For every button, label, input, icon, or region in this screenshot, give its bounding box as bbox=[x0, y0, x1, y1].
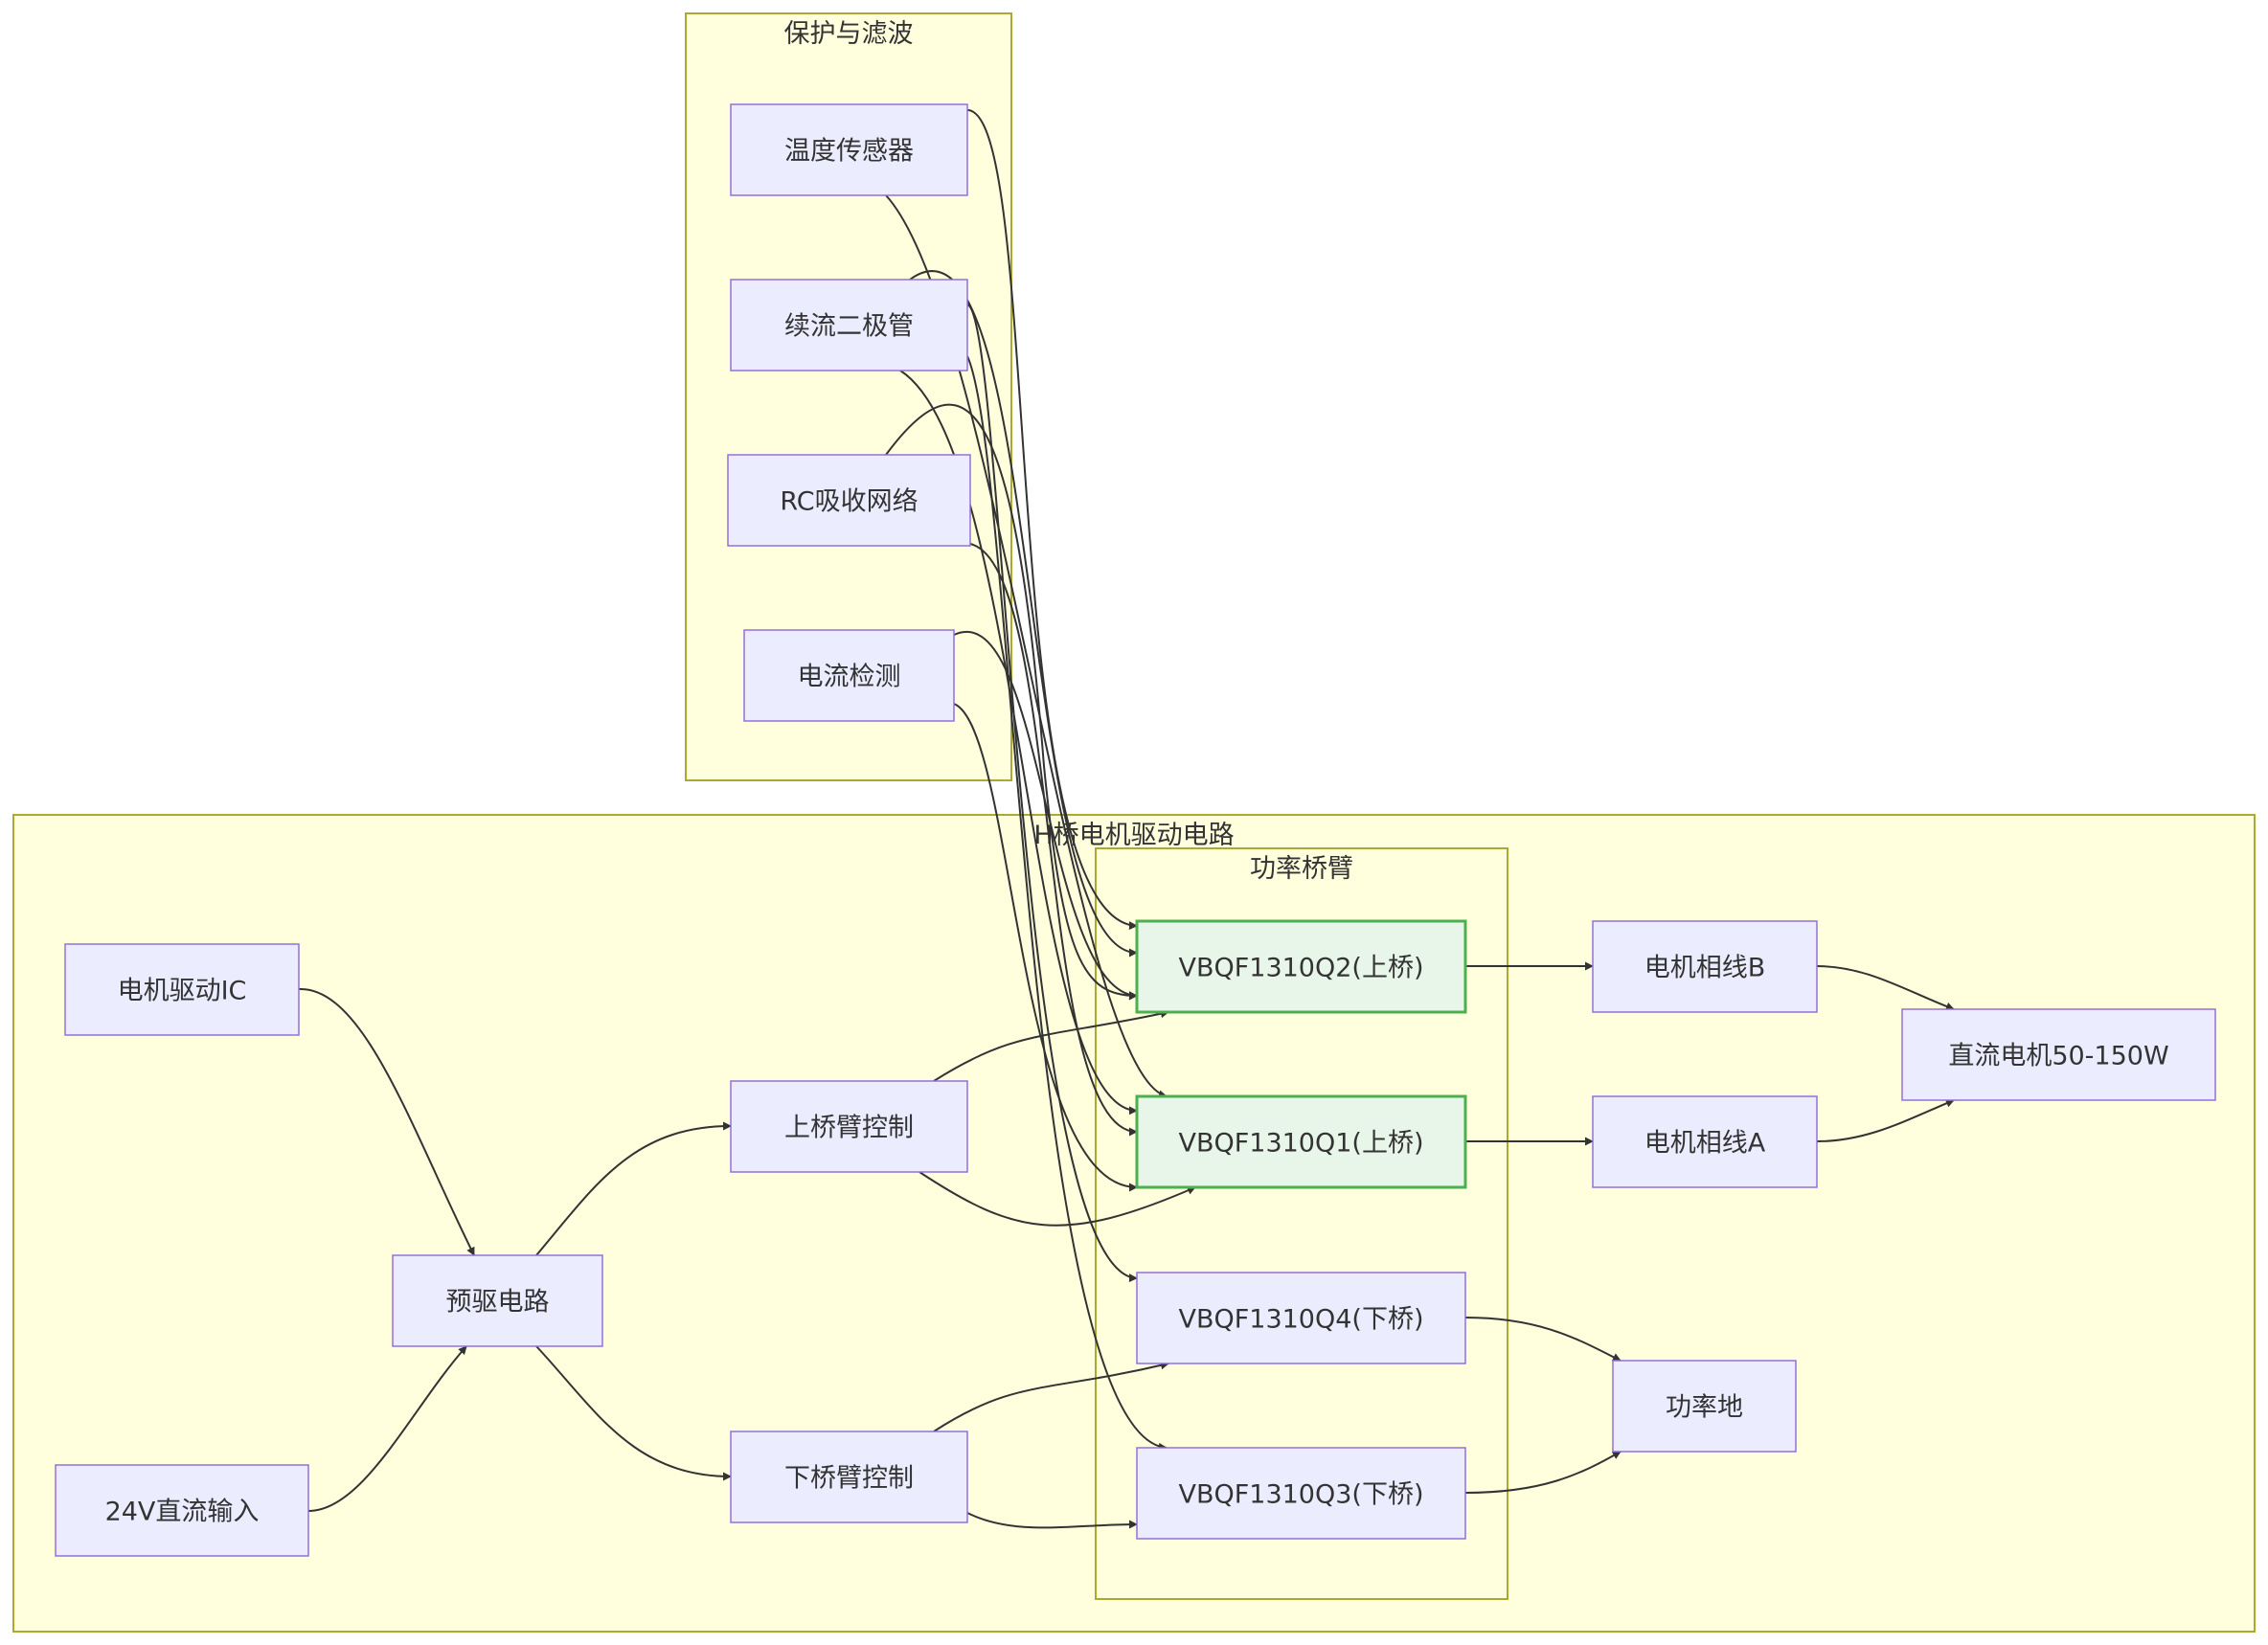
edge-current-to-q1 bbox=[953, 703, 1138, 1192]
group-label: 功率桥臂 bbox=[1250, 854, 1353, 884]
node-ic[interactable]: 电机驱动IC bbox=[64, 943, 300, 1036]
node-box bbox=[730, 279, 968, 372]
edge-current-to-q2 bbox=[953, 630, 1138, 1001]
node-label: 温度传感器 bbox=[784, 137, 914, 167]
node-input[interactable]: 24V直流输入 bbox=[55, 1464, 309, 1557]
node-box bbox=[1592, 920, 1818, 1013]
node-label: 功率地 bbox=[1666, 1393, 1743, 1423]
group-label: 保护与滤波 bbox=[784, 19, 914, 49]
edge-rc-to-q1 bbox=[969, 543, 1138, 1137]
node-box bbox=[392, 1254, 603, 1347]
node-q2[interactable]: VBQF1310Q2(上桥) bbox=[1135, 919, 1467, 1014]
edge-phase-a-to-motor bbox=[1816, 1098, 1955, 1142]
node-box bbox=[1136, 1272, 1466, 1364]
node-gnd[interactable]: 功率地 bbox=[1612, 1360, 1797, 1453]
node-label: RC吸收网络 bbox=[780, 487, 918, 517]
node-q1[interactable]: VBQF1310Q1(上桥) bbox=[1135, 1094, 1467, 1189]
edge-ic-to-predrive bbox=[298, 987, 475, 1256]
node-motor[interactable]: 直流电机50-150W bbox=[1901, 1008, 2216, 1101]
node-q3[interactable]: VBQF1310Q3(下桥) bbox=[1136, 1447, 1466, 1540]
edge-predrive-to-upper-ctrl bbox=[535, 1121, 732, 1256]
node-label: 电流检测 bbox=[798, 663, 901, 692]
node-label: 直流电机50-150W bbox=[1948, 1042, 2168, 1071]
node-box bbox=[1135, 919, 1467, 1014]
node-predrive[interactable]: 预驱电路 bbox=[392, 1254, 603, 1347]
node-label: 下桥臂控制 bbox=[784, 1464, 914, 1494]
edge-predrive-to-lower-ctrl bbox=[535, 1345, 732, 1481]
edge-upper-ctrl-to-q1 bbox=[919, 1171, 1196, 1227]
node-phase-a[interactable]: 电机相线A bbox=[1592, 1095, 1818, 1188]
node-label: 上桥臂控制 bbox=[784, 1114, 914, 1143]
node-box bbox=[730, 103, 968, 196]
node-box bbox=[727, 454, 971, 547]
node-box bbox=[730, 1431, 968, 1523]
edges-layer bbox=[298, 109, 1955, 1529]
node-label: 电机相线B bbox=[1644, 954, 1766, 983]
node-label: VBQF1310Q3(下桥) bbox=[1179, 1480, 1424, 1510]
node-temp[interactable]: 温度传感器 bbox=[730, 103, 968, 196]
edge-diode-to-q4 bbox=[966, 304, 1138, 1283]
node-label: 电机驱动IC bbox=[118, 977, 247, 1006]
edge-lower-ctrl-to-q3 bbox=[966, 1512, 1138, 1529]
node-box bbox=[64, 943, 300, 1036]
node-rc[interactable]: RC吸收网络 bbox=[727, 454, 971, 547]
edge-diode-to-q1 bbox=[899, 370, 1138, 1115]
node-label: VBQF1310Q1(上桥) bbox=[1179, 1129, 1424, 1159]
node-box bbox=[1136, 1447, 1466, 1540]
node-box bbox=[1135, 1094, 1467, 1189]
node-box bbox=[1901, 1008, 2216, 1101]
edge-diode-to-q3 bbox=[966, 355, 1168, 1452]
node-diode[interactable]: 续流二极管 bbox=[730, 279, 968, 372]
node-label: 续流二极管 bbox=[784, 312, 914, 342]
edge-rc-to-q2 bbox=[885, 403, 1138, 1001]
node-phase-b[interactable]: 电机相线B bbox=[1592, 920, 1818, 1013]
edge-lower-ctrl-to-q4 bbox=[933, 1361, 1169, 1432]
node-box bbox=[1612, 1360, 1797, 1453]
edge-upper-ctrl-to-q2 bbox=[933, 1009, 1169, 1082]
node-current[interactable]: 电流检测 bbox=[743, 629, 955, 722]
node-upper-ctrl[interactable]: 上桥臂控制 bbox=[730, 1080, 968, 1173]
node-q4[interactable]: VBQF1310Q4(下桥) bbox=[1136, 1272, 1466, 1364]
node-label: VBQF1310Q4(下桥) bbox=[1179, 1305, 1424, 1335]
node-label: 预驱电路 bbox=[446, 1288, 550, 1318]
edge-q3-to-gnd bbox=[1464, 1451, 1622, 1494]
edge-input-to-predrive bbox=[307, 1345, 467, 1512]
node-label: 24V直流输入 bbox=[105, 1498, 260, 1527]
node-label: VBQF1310Q2(上桥) bbox=[1179, 954, 1424, 983]
node-label: 电机相线A bbox=[1644, 1129, 1766, 1159]
edge-q4-to-gnd bbox=[1464, 1317, 1622, 1362]
node-lower-ctrl[interactable]: 下桥臂控制 bbox=[730, 1431, 968, 1523]
edge-temp-to-q2 bbox=[966, 109, 1138, 931]
node-box bbox=[743, 629, 955, 722]
node-box bbox=[55, 1464, 309, 1557]
node-box bbox=[1592, 1095, 1818, 1188]
node-box bbox=[730, 1080, 968, 1173]
edge-phase-b-to-motor bbox=[1816, 965, 1955, 1011]
